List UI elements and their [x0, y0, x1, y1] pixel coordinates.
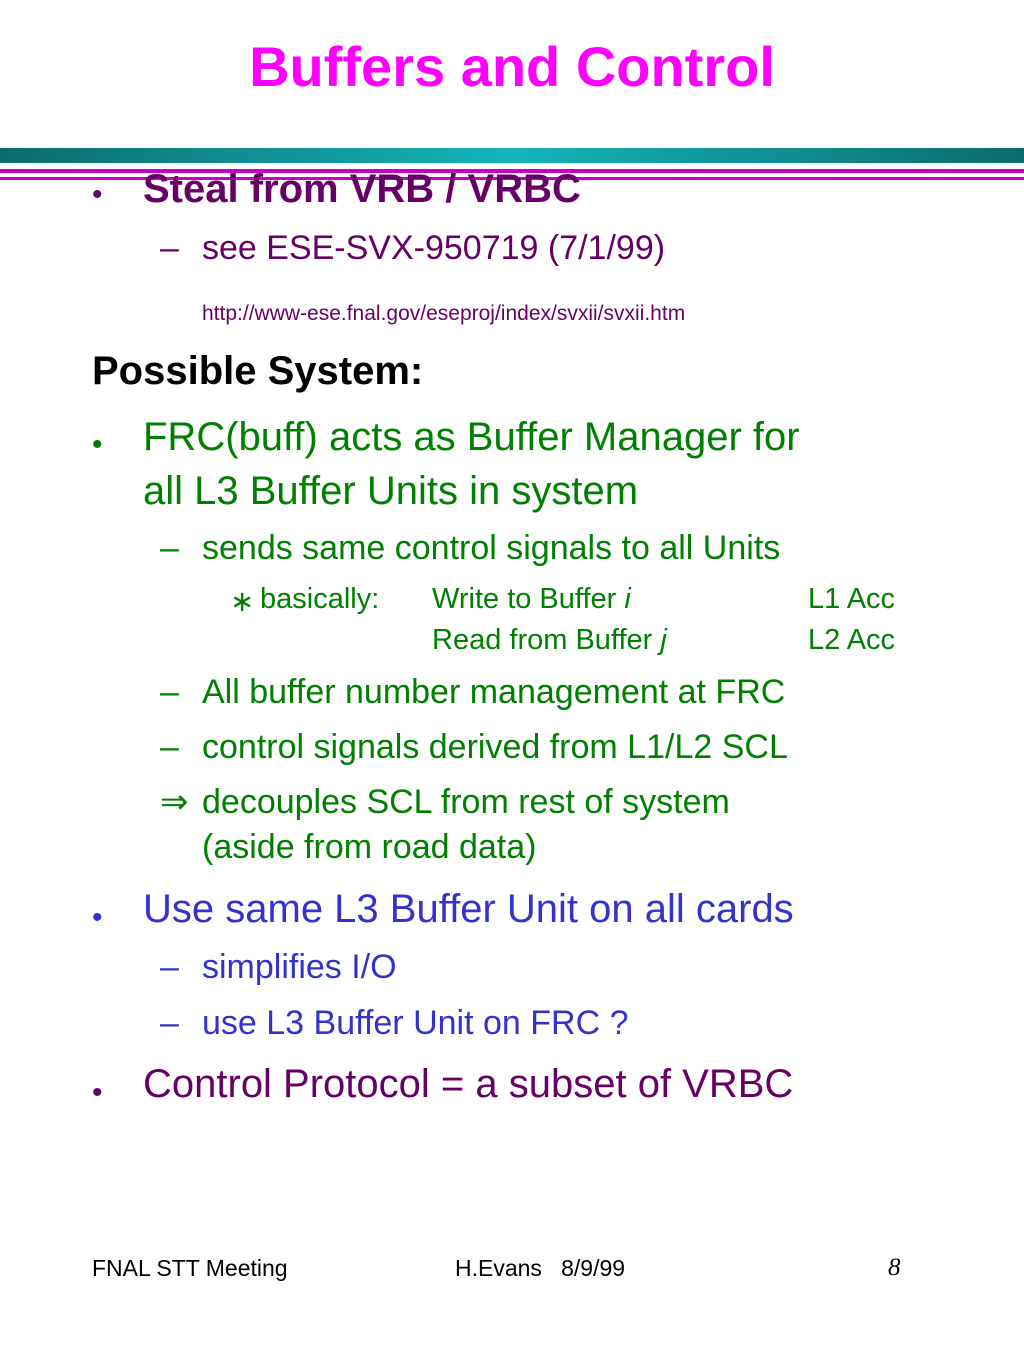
l1-acc-signal: L1 Acc — [808, 583, 896, 615]
slide-title: Buffers and Control — [249, 35, 775, 98]
bullet-icon: • — [92, 428, 103, 461]
header-rule-teal — [0, 148, 1024, 163]
implies-decouples-line2: (aside from road data) — [202, 828, 537, 866]
l2-acc-signal: L2 Acc — [808, 624, 896, 656]
reference-url: http://www-ese.fnal.gov/eseproj/index/sv… — [202, 302, 686, 325]
star-bullet-icon: ∗ — [230, 586, 255, 618]
dash-icon: – — [160, 728, 179, 766]
sub-item-ese-reference: see ESE-SVX-950719 (7/1/99) — [202, 229, 666, 267]
bullet-control-protocol: Control Protocol = a subset of VRBC — [143, 1062, 794, 1106]
dash-icon: – — [160, 948, 179, 986]
write-buffer-row: Write to Buffer i — [432, 583, 631, 615]
read-buffer-row: Read from Buffer j — [432, 624, 667, 656]
implies-arrow-icon: ⇒ — [160, 783, 189, 821]
footer-page-number: 8 — [888, 1254, 901, 1281]
bullet-steal-from-vrb: Steal from VRB / VRBC — [143, 167, 581, 211]
sub-item-buffer-management: All buffer number management at FRC — [202, 673, 786, 711]
header-rule-magenta-bottom — [0, 177, 1024, 180]
footer-author-date: H.Evans 8/9/99 — [455, 1255, 626, 1281]
basically-label: basically: — [260, 583, 380, 615]
bullet-frc-buffer-manager-line2: all L3 Buffer Units in system — [143, 469, 639, 513]
bullet-icon: • — [92, 1076, 103, 1109]
dash-icon: – — [160, 529, 179, 567]
sub-item-derived-signals: control signals derived from L1/L2 SCL — [202, 728, 788, 766]
bullet-frc-buffer-manager-line1: FRC(buff) acts as Buffer Manager for — [143, 415, 800, 459]
header-rule-magenta-top — [0, 169, 1024, 173]
implies-decouples-line1: decouples SCL from rest of system — [202, 783, 730, 821]
dash-icon: – — [160, 1004, 179, 1042]
bullet-same-l3-buffer-unit: Use same L3 Buffer Unit on all cards — [143, 887, 794, 931]
sub-item-l3-on-frc: use L3 Buffer Unit on FRC ? — [202, 1004, 629, 1042]
dash-icon: – — [160, 229, 179, 267]
bullet-icon: • — [92, 901, 103, 934]
sub-item-simplifies-io: simplifies I/O — [202, 948, 397, 986]
possible-system-heading: Possible System: — [92, 349, 424, 393]
sub-item-control-signals: sends same control signals to all Units — [202, 529, 781, 567]
bullet-icon: • — [92, 178, 103, 211]
footer-meeting-name: FNAL STT Meeting — [92, 1255, 288, 1281]
dash-icon: – — [160, 673, 179, 711]
